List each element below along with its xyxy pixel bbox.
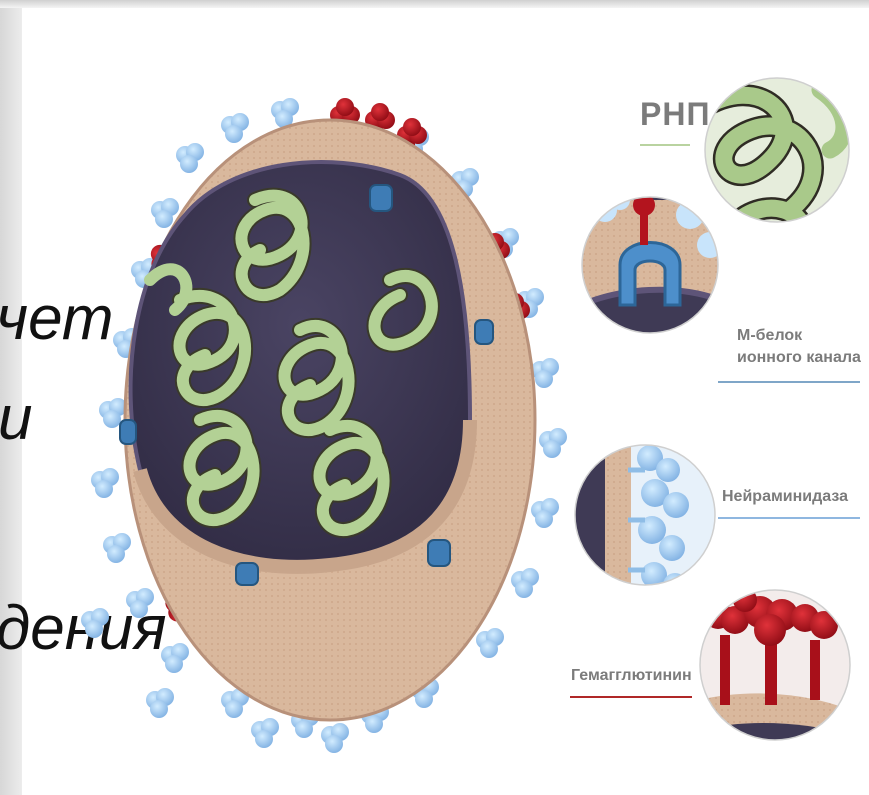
m-protein-label-line-1: М-белок <box>737 327 802 345</box>
inset-neuraminidase <box>570 440 715 600</box>
m-protein-label-line-2: ионного канала <box>737 349 861 367</box>
neuraminidase-label: Нейраминидаза <box>722 488 848 506</box>
inset-rnp <box>700 78 849 250</box>
inset-m2-channel <box>570 190 723 333</box>
virion-cutaway <box>81 98 567 753</box>
rnp-label: РНП <box>640 96 710 133</box>
inset-hemagglutinin <box>700 588 850 760</box>
hemagglutinin-label: Гемагглютинин <box>571 667 692 685</box>
